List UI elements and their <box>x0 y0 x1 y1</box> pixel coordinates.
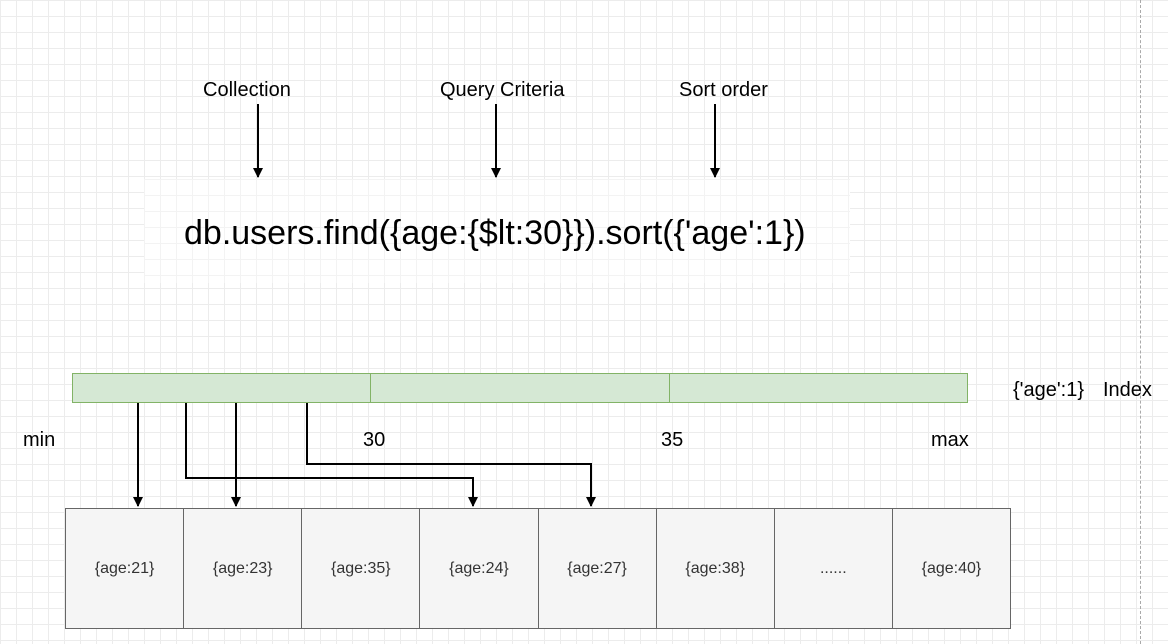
label-collection: Collection <box>203 79 291 101</box>
document-cell: {age:27} <box>537 508 657 629</box>
index-tick-35: 35 <box>661 429 684 451</box>
page-boundary-guide <box>1140 0 1141 644</box>
index-tick-min: min <box>23 429 56 451</box>
document-cell: {age:21} <box>65 508 185 629</box>
index-label: Index <box>1103 379 1152 401</box>
query-code: db.users.find({age:{$lt:30}}).sort({'age… <box>184 214 806 252</box>
document-collection-row: {age:21} {age:23} {age:35} {age:24} {age… <box>65 508 1011 629</box>
index-tick-max: max <box>931 429 969 451</box>
document-cell: {age:40} <box>891 508 1011 629</box>
index-segment-35-max <box>669 374 967 402</box>
age-index-bar <box>72 373 968 403</box>
document-cell: {age:24} <box>419 508 539 629</box>
index-segment-min-30 <box>73 374 372 402</box>
index-name: {'age':1} <box>1013 379 1085 401</box>
document-cell: {age:35} <box>301 508 421 629</box>
index-segment-30-35 <box>371 374 670 402</box>
arrow-index-to-age24 <box>185 403 478 507</box>
document-cell: ...... <box>773 508 893 629</box>
arrow-index-to-age27 <box>306 403 596 507</box>
document-cell: {age:38} <box>655 508 775 629</box>
query-code-box: db.users.find({age:{$lt:30}}).sort({'age… <box>144 179 850 283</box>
document-cell: {age:23} <box>183 508 303 629</box>
index-tick-30: 30 <box>363 429 386 451</box>
label-query-criteria: Query Criteria <box>440 79 565 101</box>
label-sort-order: Sort order <box>679 79 768 101</box>
